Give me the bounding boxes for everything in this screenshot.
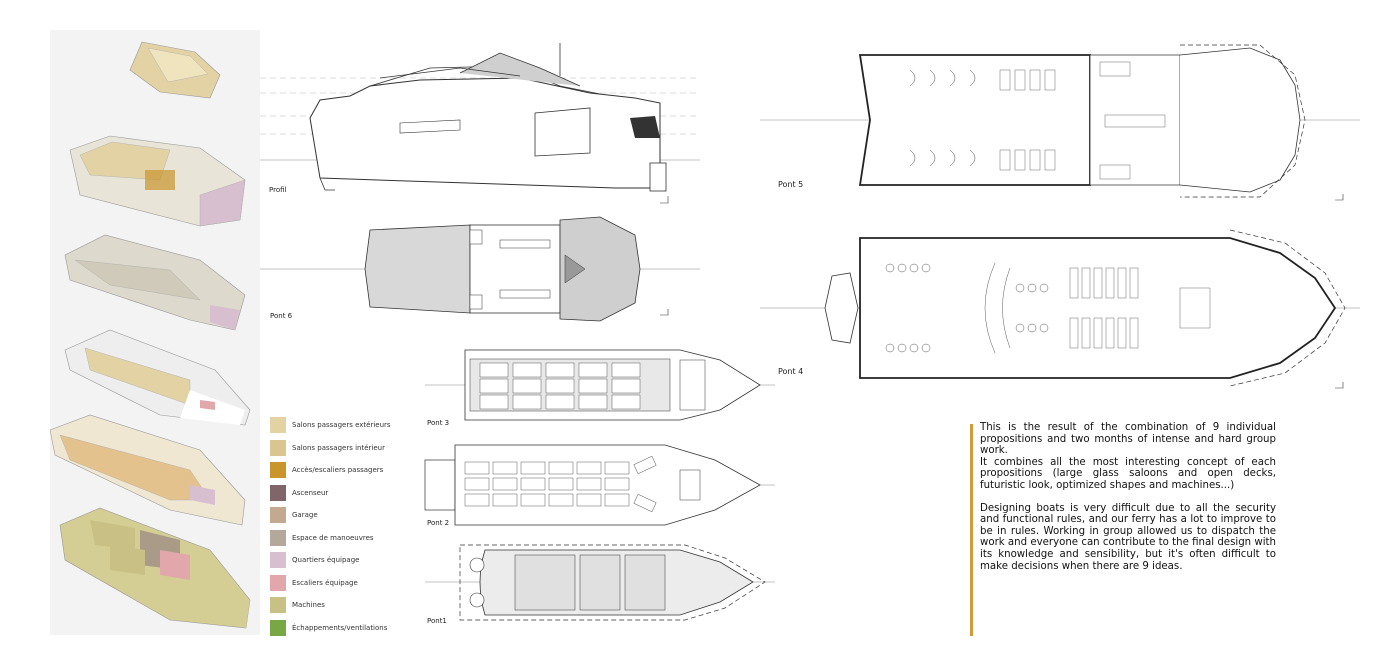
pont6-label: Pont 6	[270, 312, 293, 320]
legend-label: Ascenseur	[292, 488, 329, 497]
description-paragraph-2: Designing boats is very difficult due to…	[980, 502, 1276, 572]
legend-item: Salons passagers extérieurs	[270, 414, 400, 437]
pont2-plan	[424, 444, 775, 526]
legend-swatch	[270, 552, 286, 569]
legend-item: Salons passagers intérieur	[270, 437, 400, 460]
legend-swatch	[270, 484, 286, 501]
pont3-plan	[425, 349, 775, 421]
pont6-plan	[260, 216, 700, 322]
legend-item: Garage	[270, 504, 400, 527]
pont1-plan	[425, 544, 775, 621]
legend-label: Garage	[292, 511, 318, 520]
pont5-plan	[760, 44, 1360, 201]
legend-item: Escaliers équipage	[270, 572, 400, 595]
description-line-2: It combines all the most interesting con…	[980, 456, 1276, 491]
isometric-decks-illustration	[49, 41, 251, 629]
legend-swatch	[270, 574, 286, 591]
pont1-label: Pont1	[427, 617, 447, 625]
pont2-label: Pont 2	[427, 519, 450, 527]
legend-label: Salons passagers extérieurs	[292, 421, 391, 430]
legend-label: Salons passagers intérieur	[292, 443, 385, 452]
pont5-label: Pont 5	[778, 180, 804, 189]
legend-swatch	[270, 462, 286, 479]
legend-label: Accès/escaliers passagers	[292, 466, 384, 475]
legend-item: Ascenseur	[270, 482, 400, 505]
legend-label: Échappements/ventilations	[292, 623, 388, 632]
pont3-label: Pont 3	[427, 419, 450, 427]
isometric-deck-stack	[49, 30, 260, 635]
legend-label: Escaliers équipage	[292, 578, 358, 587]
pont4-label: Pont 4	[778, 367, 804, 376]
legend-item: Échappements/ventilations	[270, 617, 400, 640]
profile-drawing	[260, 43, 700, 204]
description-text: This is the result of the combination of…	[980, 422, 1276, 583]
legend-swatch	[270, 597, 286, 614]
legend-swatch	[270, 507, 286, 524]
description-paragraph-1: This is the result of the combination of…	[980, 422, 1276, 492]
pont4-plan	[760, 229, 1360, 389]
legend-label: Machines	[292, 601, 325, 610]
legend-swatch	[270, 439, 286, 456]
legend-item: Accès/escaliers passagers	[270, 459, 400, 482]
legend-swatch	[270, 417, 286, 434]
legend-item: Machines	[270, 594, 400, 617]
legend-item: Espace de manoeuvres	[270, 527, 400, 550]
description-line-1: This is the result of the combination of…	[980, 422, 1276, 457]
color-legend: Salons passagers extérieurs Salons passa…	[270, 414, 400, 639]
legend-swatch	[270, 619, 286, 636]
profile-label: Profil	[269, 186, 287, 194]
accent-bar	[970, 424, 973, 636]
legend-item: Quartiers équipage	[270, 549, 400, 572]
legend-label: Espace de manoeuvres	[292, 533, 374, 542]
legend-swatch	[270, 529, 286, 546]
legend-label: Quartiers équipage	[292, 556, 360, 565]
